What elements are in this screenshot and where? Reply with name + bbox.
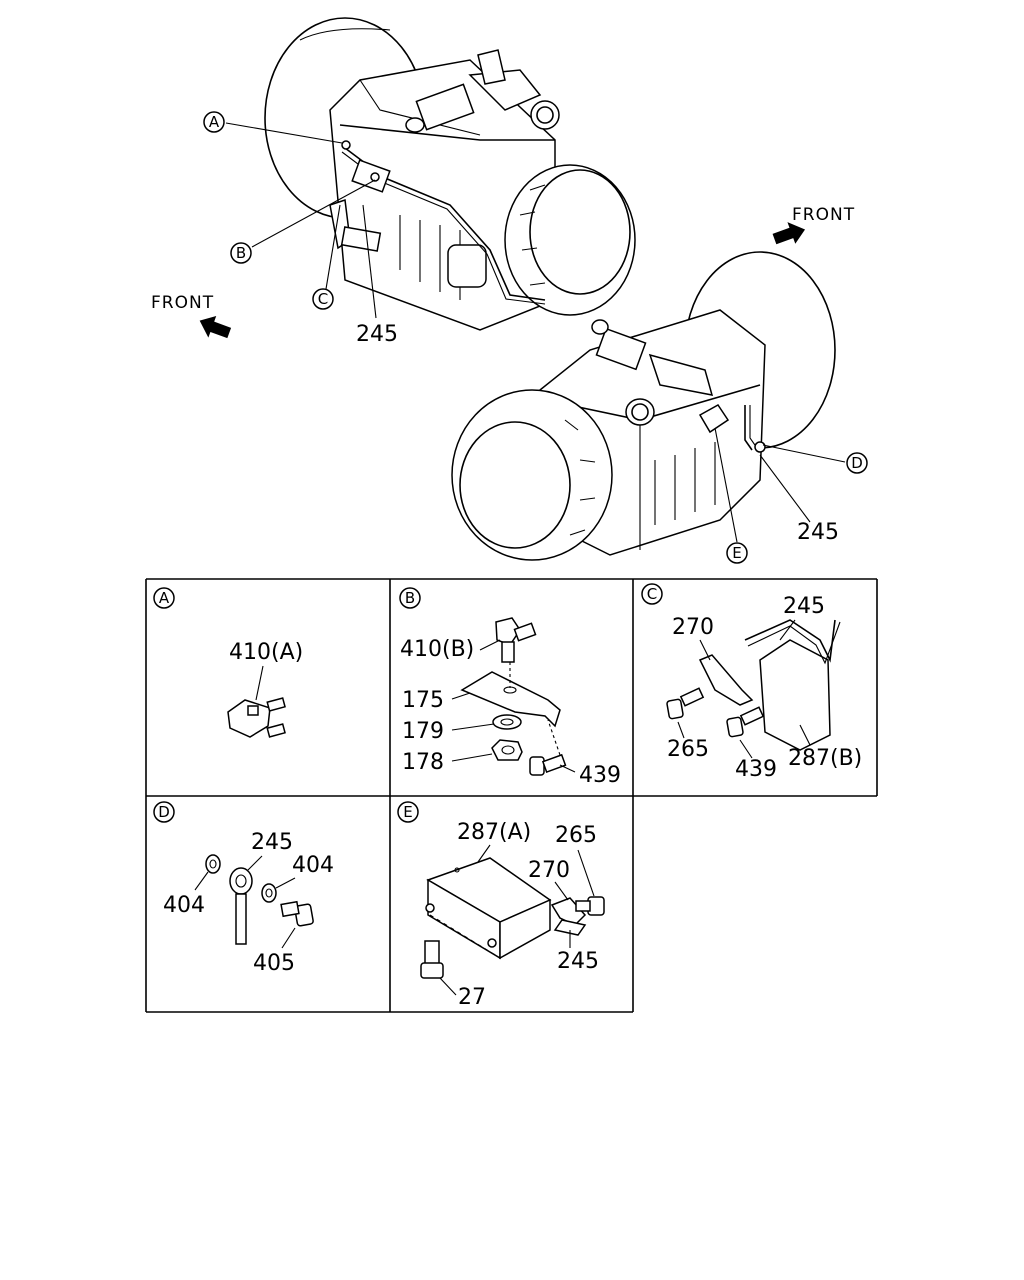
svg-text:FRONT: FRONT [151,293,214,313]
transmission-top [264,17,636,331]
label-410A: 410(A) [229,640,303,665]
svg-text:D: D [851,454,863,472]
label-439-B: 439 [579,763,621,788]
svg-text:B: B [405,589,415,607]
svg-text:C: C [647,585,657,603]
label-287A: 287(A) [457,820,531,845]
label-265-E: 265 [555,823,597,848]
label-179: 179 [402,719,444,744]
label-245-bottom: 245 [797,520,839,545]
label-404-right: 404 [292,853,334,878]
label-265-C: 265 [667,737,709,762]
svg-text:A: A [159,589,170,607]
callout-E: E [726,542,748,564]
label-439-C: 439 [735,757,777,782]
label-27: 27 [458,985,486,1010]
svg-text:E: E [732,544,741,562]
label-245-C: 245 [783,594,825,619]
label-178: 178 [402,750,444,775]
svg-text:FRONT: FRONT [792,205,855,225]
label-405: 405 [253,951,295,976]
label-245-D: 245 [251,830,293,855]
svg-text:E: E [403,803,412,821]
detail-A: A 410(A) [153,587,303,738]
svg-text:C: C [318,290,328,308]
label-270-E: 270 [528,858,570,883]
transmission-bottom [451,251,836,561]
svg-text:D: D [158,803,170,821]
front-arrow-right: FRONT [772,205,855,245]
detail-D: D 245 404 404 405 [153,801,334,976]
label-270-C: 270 [672,615,714,640]
svg-text:A: A [209,113,220,131]
label-245-E: 245 [557,949,599,974]
callout-C: C [312,288,334,310]
label-410B: 410(B) [400,637,474,662]
detail-B: B 410(B) 175 179 178 439 [399,587,621,788]
callout-D: D [846,452,868,474]
callout-B: B [230,242,252,264]
detail-C: C 270 245 265 439 287(B) [641,583,862,782]
callout-A: A [203,111,225,133]
label-404-left: 404 [163,893,205,918]
detail-grid [145,578,878,1013]
svg-text:B: B [236,244,246,262]
detail-E: E 287(A) 265 270 245 27 [397,801,605,1010]
front-arrow-left: FRONT [151,293,232,339]
label-245-top: 245 [356,322,398,347]
label-175: 175 [402,688,444,713]
